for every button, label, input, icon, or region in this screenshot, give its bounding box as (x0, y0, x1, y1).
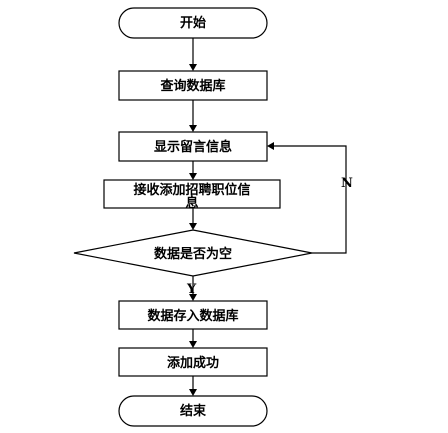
add-success-label: 添加成功 (167, 355, 219, 371)
edge-yes-to-save: Y (186, 276, 197, 301)
show-messages-node: 显示留言信息 (118, 131, 268, 162)
no-label: N (341, 176, 353, 191)
save-db-label: 数据存入数据库 (147, 308, 238, 324)
edge-show-to-receive (189, 161, 197, 180)
end-label: 结束 (180, 403, 207, 419)
edge-success-to-end (189, 376, 197, 396)
edge-no-loop: N (267, 142, 353, 254)
add-success-node: 添加成功 (118, 347, 268, 377)
edge-start-to-query (189, 38, 197, 71)
edge-query-to-show (189, 100, 197, 132)
receive-info-label-line2: 息 (185, 195, 198, 211)
query-db-label: 查询数据库 (159, 78, 225, 94)
query-db-node: 查询数据库 (118, 70, 268, 101)
receive-info-label-line1: 接收添加招聘职位信 (133, 182, 250, 198)
edge-save-to-success (189, 329, 197, 348)
receive-info-node: 接收添加招聘职位信 息 (103, 179, 281, 211)
show-messages-label: 显示留言信息 (154, 139, 232, 155)
is-empty-label: 数据是否为空 (154, 246, 232, 262)
start-label: 开始 (180, 15, 206, 31)
yes-label: Y (186, 282, 197, 297)
start-node: 开始 (118, 7, 268, 39)
edge-receive-to-decision (189, 208, 197, 230)
is-empty-decision: 数据是否为空 (73, 229, 313, 277)
end-node: 结束 (118, 395, 268, 427)
save-db-node: 数据存入数据库 (118, 300, 268, 330)
